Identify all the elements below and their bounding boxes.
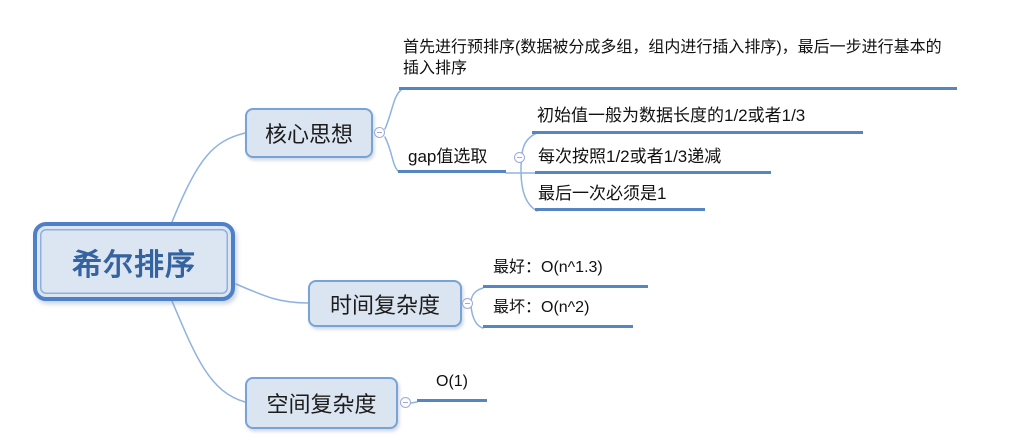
minus-icon	[517, 156, 522, 159]
leaf-presort-description-text: 首先进行预排序(数据被分成多组，组内进行插入排序)，最后一步进行基本的插入排序	[403, 39, 942, 77]
connector-core-to-gap	[384, 136, 400, 173]
connector-root-to-time	[235, 283, 309, 304]
leaf-gap-last-must-be-one[interactable]: 最后一次必须是1	[535, 184, 705, 211]
collapse-toggle-gap-selection[interactable]	[514, 152, 525, 163]
leaf-gap-decrease-rule[interactable]: 每次按照1/2或者1/3递减	[535, 147, 771, 174]
subtopic-gap-selection[interactable]: gap值选取	[398, 147, 506, 173]
connector-time-brace	[470, 287, 484, 329]
leaf-worst-case-text: 最坏：O(n^2)	[493, 299, 590, 316]
collapse-toggle-space-complexity[interactable]	[400, 397, 411, 408]
connector-root-to-core	[171, 132, 246, 223]
branch-core-idea-label: 核心思想	[264, 122, 353, 147]
branch-node-space-complexity[interactable]: 空间复杂度	[245, 377, 398, 429]
branch-time-complexity-label: 时间复杂度	[329, 292, 440, 318]
leaf-gap-decrease-rule-text: 每次按照1/2或者1/3递减	[538, 147, 722, 166]
connector-gap-brace	[520, 132, 538, 212]
collapse-toggle-time-complexity[interactable]	[462, 298, 473, 309]
leaf-gap-initial-value-text: 初始值一般为数据长度的1/2或者1/3	[537, 106, 806, 125]
minus-icon	[465, 302, 470, 305]
branch-space-complexity-label: 空间复杂度	[266, 392, 377, 417]
leaf-presort-description[interactable]: 首先进行预排序(数据被分成多组，组内进行插入排序)，最后一步进行基本的插入排序	[399, 37, 957, 90]
subtopic-gap-selection-text: gap值选取	[408, 147, 488, 166]
minus-icon	[403, 401, 408, 404]
root-node-label: 希尔排序	[72, 248, 196, 282]
root-node[interactable]: 希尔排序	[33, 222, 235, 301]
leaf-gap-last-must-be-one-text: 最后一次必须是1	[538, 184, 667, 203]
leaf-space-o1[interactable]: O(1)	[417, 372, 487, 402]
leaf-best-case[interactable]: 最好：O(n^1.3)	[483, 257, 648, 288]
connector-root-to-space	[171, 300, 246, 403]
leaf-best-case-text: 最好：O(n^1.3)	[493, 259, 603, 276]
leaf-worst-case[interactable]: 最坏：O(n^2)	[483, 297, 633, 328]
connector-space-link	[410, 401, 418, 404]
branch-node-time-complexity[interactable]: 时间复杂度	[308, 280, 462, 327]
leaf-space-o1-text: O(1)	[436, 373, 468, 390]
leaf-gap-initial-value[interactable]: 初始值一般为数据长度的1/2或者1/3	[532, 106, 863, 134]
collapse-toggle-core-idea[interactable]	[374, 127, 385, 138]
minus-icon	[377, 131, 382, 134]
connector-core-to-presort-leaf	[384, 89, 402, 130]
branch-node-core-idea[interactable]: 核心思想	[245, 108, 373, 158]
